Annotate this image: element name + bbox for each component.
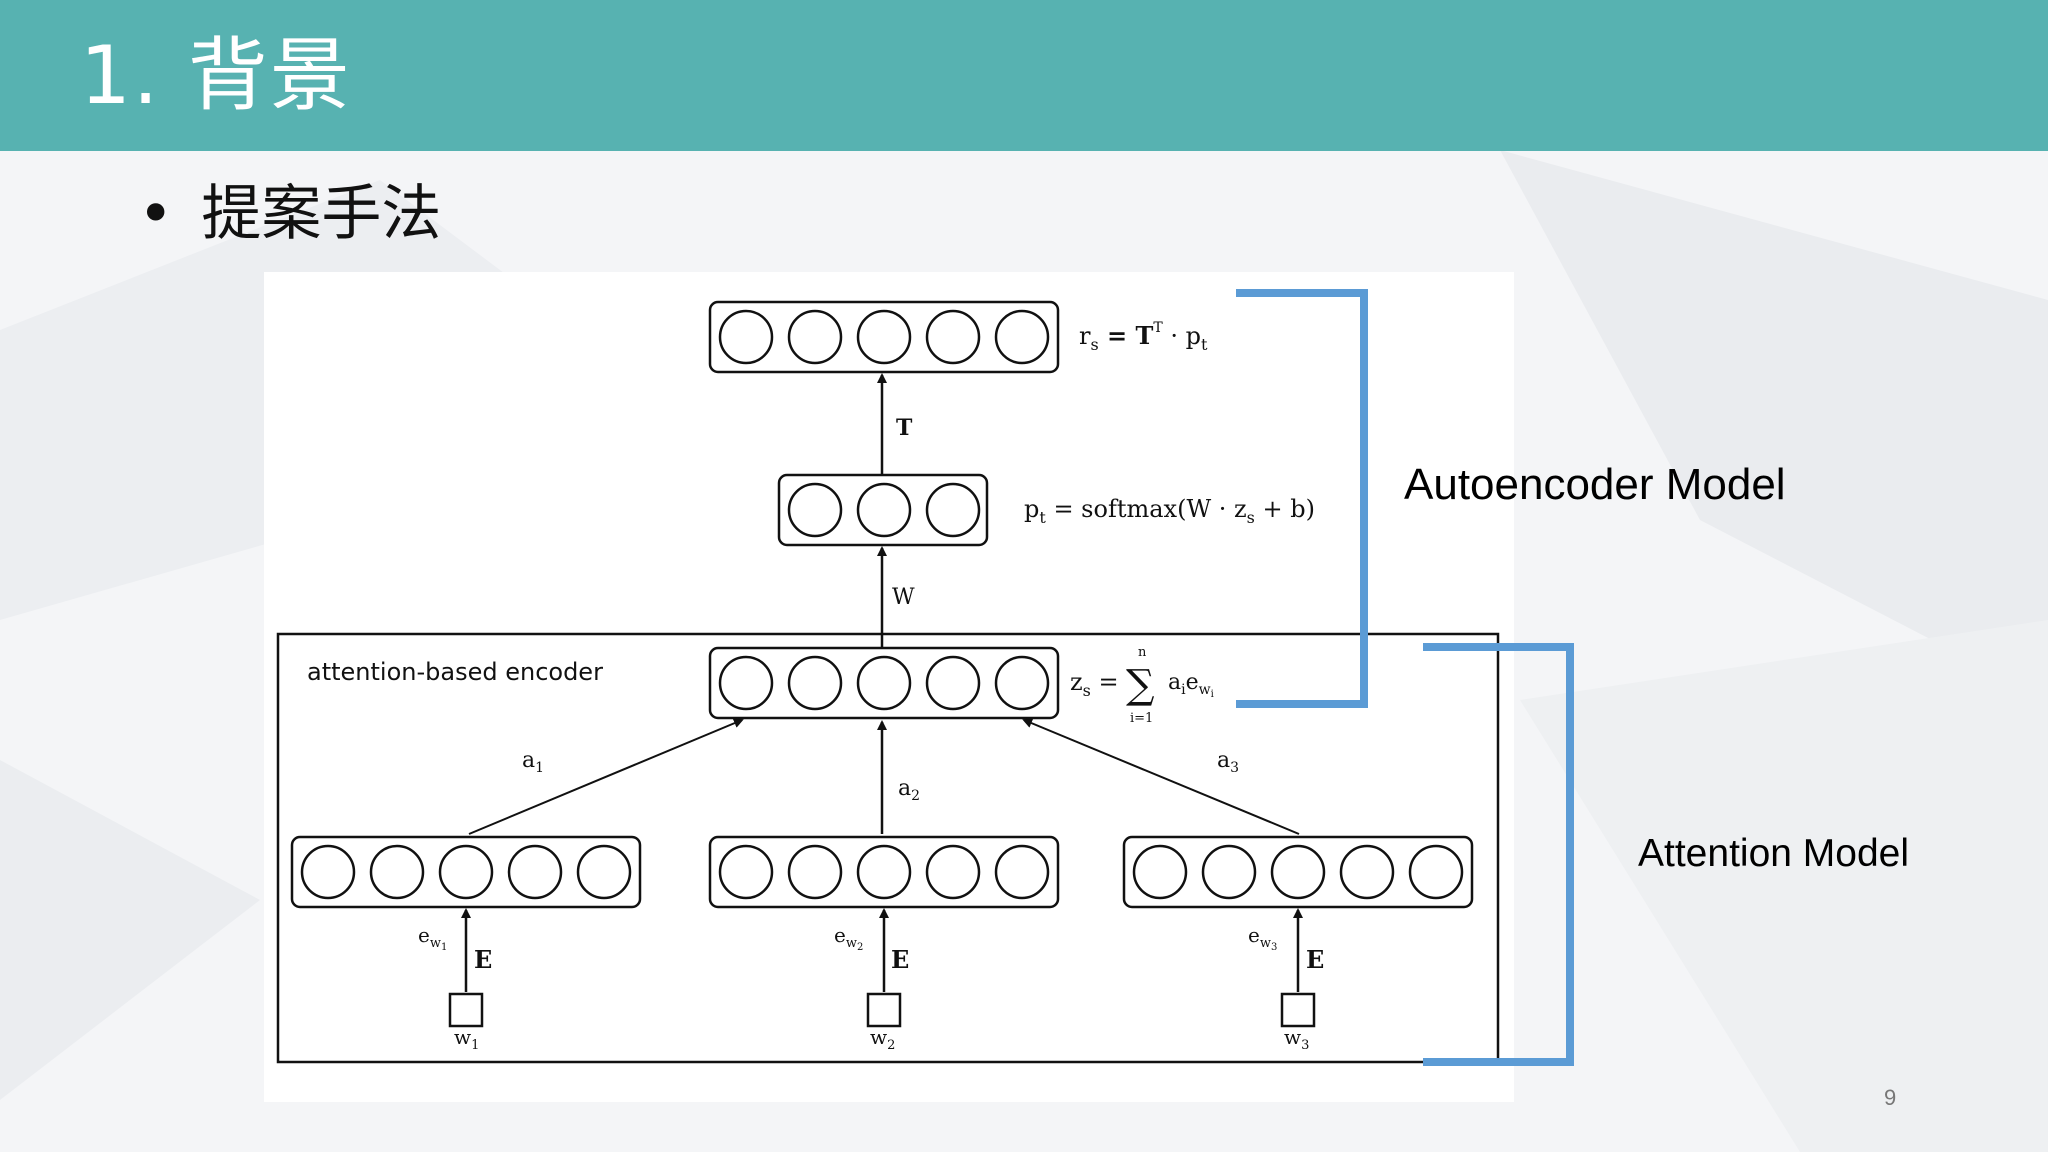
word-box-3 (1280, 992, 1316, 1028)
label-W: W (892, 585, 915, 610)
attention-bracket (1423, 643, 1574, 1066)
encoder-box (276, 632, 1500, 1064)
equation-rs: rs = TT · pt (1079, 320, 1208, 354)
bullet-text: 提案手法 (201, 179, 442, 249)
svg-text:i=1: i=1 (1130, 711, 1153, 726)
encoder-label: attention-based encoder (307, 658, 603, 686)
label-ew2: ew2 (834, 923, 863, 953)
word-box-1 (448, 992, 484, 1028)
vector-ew3 (1122, 835, 1474, 909)
vector-rs (708, 300, 1060, 374)
equation-pt: pt = softmax(W · zs + b) (1024, 495, 1315, 527)
label-w2: w2 (870, 1025, 895, 1053)
diagram-svg: attention-based encoder rs = TT · pt T p… (276, 300, 1500, 1064)
arrow-a1 (468, 718, 744, 835)
vector-ew1 (290, 835, 642, 909)
label-E2: E (891, 945, 909, 974)
page-number: 9 (1884, 1085, 1897, 1110)
label-w1: w1 (454, 1025, 479, 1053)
label-ew3: ew3 (1248, 923, 1277, 953)
label-E3: E (1306, 945, 1324, 974)
svg-text:∑: ∑ (1126, 662, 1155, 708)
label-a2: a2 (898, 776, 920, 804)
vector-pt (777, 473, 989, 547)
svg-text:aiewi: aiewi (1168, 670, 1214, 700)
label-ew1: ew1 (418, 923, 447, 953)
svg-text:n: n (1138, 645, 1147, 660)
model-diagram: attention-based encoder rs = TT · pt T p… (264, 272, 1514, 1102)
header-bar: 1. 背景 (0, 0, 2048, 151)
attention-label: Attention Model (1638, 832, 1910, 875)
vector-ew2 (708, 835, 1060, 909)
label-w3: w3 (1284, 1025, 1309, 1053)
word-box-2 (866, 992, 902, 1028)
autoencoder-bracket (1236, 289, 1368, 708)
label-T: T (896, 415, 913, 441)
equation-zs: zs = ∑ n i=1 aiewi (1070, 645, 1214, 726)
label-a1: a1 (522, 748, 544, 776)
vector-zs (708, 646, 1060, 720)
label-a3: a3 (1217, 748, 1239, 776)
bullet-item: • 提案手法 (138, 178, 441, 250)
arrow-a3 (1022, 718, 1300, 835)
svg-text:zs =: zs = (1070, 668, 1119, 700)
bullet-dot: • (138, 179, 174, 249)
page-title: 1. 背景 (80, 29, 352, 122)
autoencoder-label: Autoencoder Model (1404, 460, 1786, 509)
label-E1: E (474, 945, 492, 974)
